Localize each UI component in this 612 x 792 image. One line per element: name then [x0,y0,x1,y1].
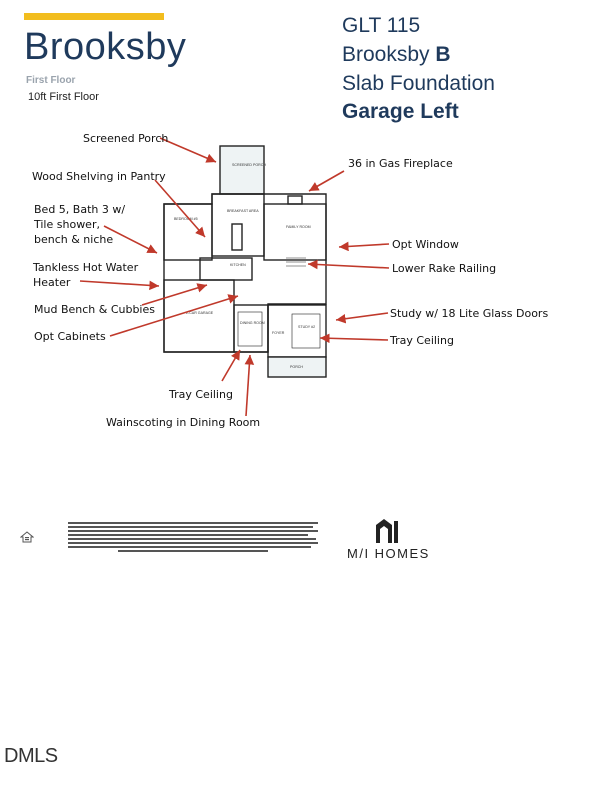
garage-orientation: Garage Left [342,100,459,123]
mi-homes-logo-icon [376,519,398,543]
room-label-foyer: FOYER [272,331,285,335]
accent-bar [24,13,164,20]
callout-arrows [79,137,390,417]
callout-mud-bench: Mud Bench & Cubbies [34,303,155,316]
room-label-kitchen: KITCHEN [230,263,246,267]
room-label-screened-porch: SCREENED PORCH [232,163,266,167]
callout-opt-window: Opt Window [392,238,459,251]
room-label-garage: 2-CAR GARAGE [186,311,214,315]
lot-number: GLT 115 [342,14,421,37]
brand-name: M/I HOMES [347,546,430,561]
callout-tray-ceiling-left: Tray Ceiling [169,388,233,401]
callout-tray-ceiling-right: Tray Ceiling [390,334,454,347]
room-label-dining: DINING ROOM [240,321,265,325]
room-label-porch: PORCH [290,365,303,369]
plan-name: Brooksby [342,43,430,66]
disclaimer-block [68,522,318,554]
community-name: Brooksby [24,26,187,68]
dmls-watermark: DMLS [4,745,58,767]
callout-bed5: Bed 5, Bath 3 w/ Tile shower, bench & ni… [34,203,126,246]
floor-label: First Floor [26,75,76,86]
plan-letter: B [435,43,451,66]
callout-tankless: Tankless Hot Water Heater [33,261,139,289]
equal-housing-icon [20,531,34,543]
callout-gas-fireplace: 36 in Gas Fireplace [348,157,453,170]
callout-wood-shelving: Wood Shelving in Pantry [32,170,166,183]
callout-wainscoting: Wainscoting in Dining Room [106,416,261,429]
callout-opt-cabinets: Opt Cabinets [34,330,106,343]
room-label-family: FAMILY ROOM [286,225,311,229]
plan-name-line: Brooksby B [342,43,451,67]
callout-study: Study w/ 18 Lite Glass Doors [390,307,549,320]
room-label-bedroom5: BEDROOM #5 [174,217,198,221]
floor-note: 10ft First Floor [28,91,99,103]
plan-walls [163,145,327,378]
callout-lower-rake: Lower Rake Railing [392,262,497,275]
room-label-breakfast: BREAKFAST AREA [227,209,259,213]
room-label-study: STUDY #2 [298,325,315,329]
foundation-type: Slab Foundation [342,72,495,95]
callout-screened-porch: Screened Porch [83,132,169,145]
